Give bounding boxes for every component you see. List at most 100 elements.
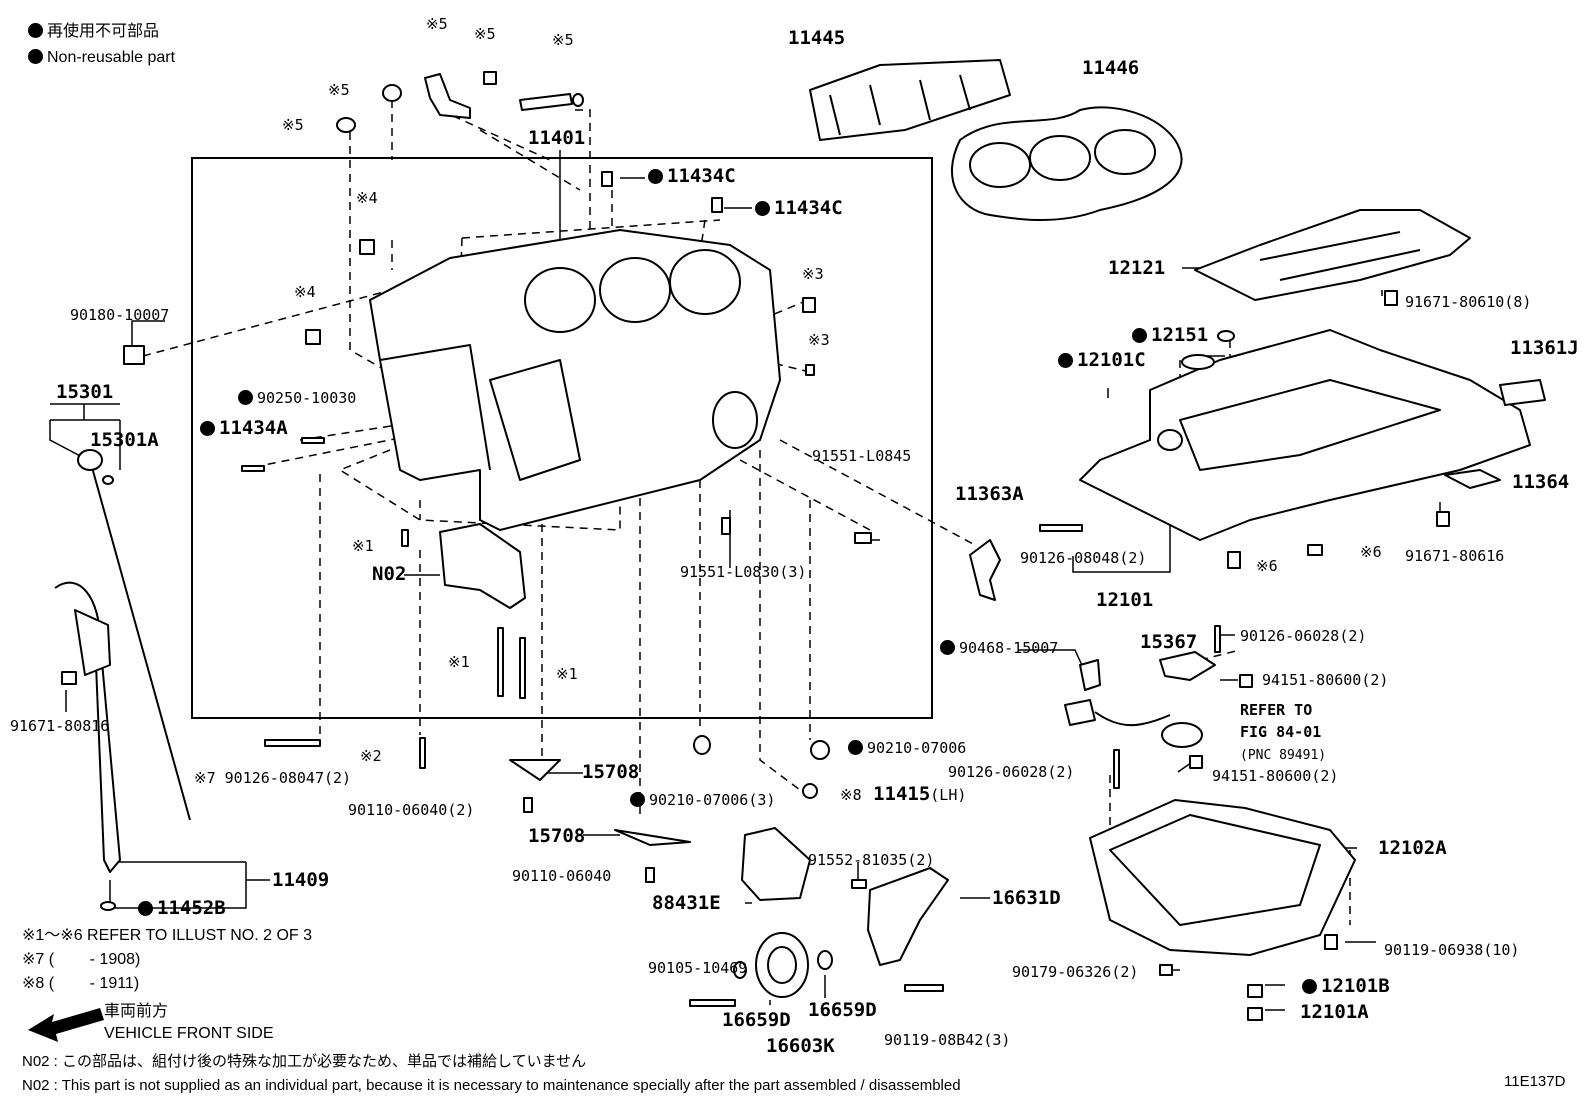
callout-90250-10030[interactable]: 90250-10030 xyxy=(238,388,356,408)
callout-11452b[interactable]: 11452B xyxy=(138,898,226,918)
callout-12102a[interactable]: 12102A xyxy=(1378,837,1447,859)
callout-15367[interactable]: 15367 xyxy=(1140,631,1198,653)
callout-12101c[interactable]: 12101C xyxy=(1058,350,1146,370)
mark-6-b: ※6 xyxy=(1360,543,1382,561)
nonreusable-dot-icon xyxy=(848,740,863,755)
part-88431e-shape xyxy=(741,827,811,901)
callout-n02[interactable]: N02 xyxy=(372,563,407,585)
callout-91671-80610[interactable]: 91671-80610(8) xyxy=(1405,293,1532,311)
vehicle-front-en: VEHICLE FRONT SIDE xyxy=(104,1025,274,1042)
callout-90210-07006-upper[interactable]: 90210-07006 xyxy=(848,738,966,758)
callout-91671-80816[interactable]: 91671-80816 xyxy=(10,717,110,735)
callout-12151[interactable]: 12151 xyxy=(1132,325,1208,345)
nonreusable-dot-icon xyxy=(28,23,43,38)
refer-fig-link[interactable]: FIG 84-01 xyxy=(1240,723,1322,741)
callout-11446[interactable]: 11446 xyxy=(1082,57,1140,79)
callout-11363a[interactable]: 11363A xyxy=(955,483,1024,505)
callout-90119-06938[interactable]: 90119-06938(10) xyxy=(1384,941,1520,959)
part-11445-shape xyxy=(809,59,1011,141)
callout-90119-08b42[interactable]: 90119-08B42(3) xyxy=(884,1031,1011,1049)
part-12121-shape xyxy=(1194,209,1471,301)
callout-91551-l0845[interactable]: 91551-L0845 xyxy=(812,447,912,465)
mark-4-a: ※4 xyxy=(356,189,378,207)
legend-nonreusable-jp: 再使用不可部品 xyxy=(28,22,159,42)
callout-11415[interactable]: ※8 11415(LH) xyxy=(840,783,967,805)
mark-8: ※8 xyxy=(840,786,862,804)
mark-3-b: ※3 xyxy=(808,331,830,349)
legend-nonreusable-en: Non-reusable part xyxy=(28,48,175,68)
mark-7: ※7 xyxy=(194,769,216,787)
callout-16659d-right[interactable]: 16659D xyxy=(808,999,877,1021)
mark-4-b: ※4 xyxy=(294,283,316,301)
callout-90126-06028-upper[interactable]: 90126-06028(2) xyxy=(1240,627,1367,645)
vehicle-front-arrow-icon xyxy=(28,1008,104,1042)
callout-90180-10007[interactable]: 90180-10007 xyxy=(70,306,170,324)
dipstick-shape xyxy=(89,459,191,821)
callout-16659d-left[interactable]: 16659D xyxy=(722,1009,791,1031)
mark-1-a: ※1 xyxy=(352,537,374,555)
callout-90110-06040-2[interactable]: 90110-06040(2) xyxy=(348,801,475,819)
callout-11434c-upper[interactable]: 11434C xyxy=(648,166,736,186)
nonreusable-dot-icon xyxy=(1302,979,1317,994)
mark-1-c: ※1 xyxy=(556,665,578,683)
callout-94151-80600-upper[interactable]: 94151-80600(2) xyxy=(1262,671,1389,689)
callout-90105-10469[interactable]: 90105-10469 xyxy=(648,959,748,977)
callout-11361j[interactable]: 11361J xyxy=(1510,337,1579,359)
nonreusable-dot-icon xyxy=(940,640,955,655)
nonreusable-dot-icon xyxy=(648,169,663,184)
callout-94151-80600-lower[interactable]: 94151-80600(2) xyxy=(1212,767,1339,785)
mark-5-a: ※5 xyxy=(282,116,304,134)
callout-16603k[interactable]: 16603K xyxy=(766,1035,835,1057)
callout-90179-06326[interactable]: 90179-06326(2) xyxy=(1012,963,1139,981)
figure-id: 11E137D xyxy=(1504,1073,1566,1090)
mark-5-e: ※5 xyxy=(552,31,574,49)
engine-block-frame xyxy=(191,157,933,719)
callout-15708-lower[interactable]: 15708 xyxy=(528,825,586,847)
part-16631d-shape xyxy=(867,867,949,966)
note-mark-8: ※8 ( - 1911) xyxy=(22,975,140,992)
callout-16631d[interactable]: 16631D xyxy=(992,887,1061,909)
mark-3-a: ※3 xyxy=(802,265,824,283)
callout-90210-07006-3[interactable]: 90210-07006(3) xyxy=(630,790,775,810)
mark-2: ※2 xyxy=(360,747,382,765)
callout-90126-08047[interactable]: ※7 90126-08047(2) xyxy=(194,769,352,787)
dipstick-guide-shape xyxy=(54,581,121,873)
callout-91671-80616[interactable]: 91671-80616 xyxy=(1405,547,1505,565)
callout-11434a[interactable]: 11434A xyxy=(200,418,288,438)
callout-12121[interactable]: 12121 xyxy=(1108,257,1166,279)
callout-90126-06028-lower[interactable]: 90126-06028(2) xyxy=(948,763,1075,781)
callout-12101a[interactable]: 12101A xyxy=(1300,1001,1369,1023)
nonreusable-dot-icon xyxy=(28,49,43,64)
part-shapes xyxy=(54,59,1546,1021)
note-mark-7: ※7 ( - 1908) xyxy=(22,951,141,968)
callout-91552-81035[interactable]: 91552-81035(2) xyxy=(808,851,935,869)
callout-11434c-lower[interactable]: 11434C xyxy=(755,198,843,218)
nonreusable-dot-icon xyxy=(755,201,770,216)
callout-11409[interactable]: 11409 xyxy=(272,869,330,891)
callout-15301[interactable]: 15301 xyxy=(56,381,114,403)
mark-5-d: ※5 xyxy=(474,25,496,43)
callout-90126-08048[interactable]: 90126-08048(2) xyxy=(1020,549,1147,567)
mark-6-a: ※6 xyxy=(1256,557,1278,575)
callout-12101[interactable]: 12101 xyxy=(1096,589,1154,611)
callout-11401[interactable]: 11401 xyxy=(528,127,586,149)
mark-5-b: ※5 xyxy=(328,81,350,99)
nonreusable-dot-icon xyxy=(1058,353,1073,368)
callout-90468-15007[interactable]: 90468-15007 xyxy=(940,638,1058,658)
refer-pnc-text: (PNC 89491) xyxy=(1240,748,1327,763)
callout-11445[interactable]: 11445 xyxy=(788,27,846,49)
callout-88431e[interactable]: 88431E xyxy=(652,892,721,914)
nonreusable-dot-icon xyxy=(138,901,153,916)
callout-11364[interactable]: 11364 xyxy=(1512,471,1570,493)
refer-to-text: REFER TO xyxy=(1240,701,1313,719)
callout-15708-upper[interactable]: 15708 xyxy=(582,761,640,783)
callout-15301a[interactable]: 15301A xyxy=(90,429,159,451)
callout-90110-06040[interactable]: 90110-06040 xyxy=(512,867,612,885)
mark-1-b: ※1 xyxy=(448,653,470,671)
engine-block-shape xyxy=(369,229,781,531)
refer-illust-note: ※1～※6 REFER TO ILLUST NO. 2 OF 3 xyxy=(22,927,313,944)
callout-12101b[interactable]: 12101B xyxy=(1302,976,1390,996)
callout-91551-l0830[interactable]: 91551-L0830(3) xyxy=(680,563,807,581)
nonreusable-dot-icon xyxy=(630,792,645,807)
